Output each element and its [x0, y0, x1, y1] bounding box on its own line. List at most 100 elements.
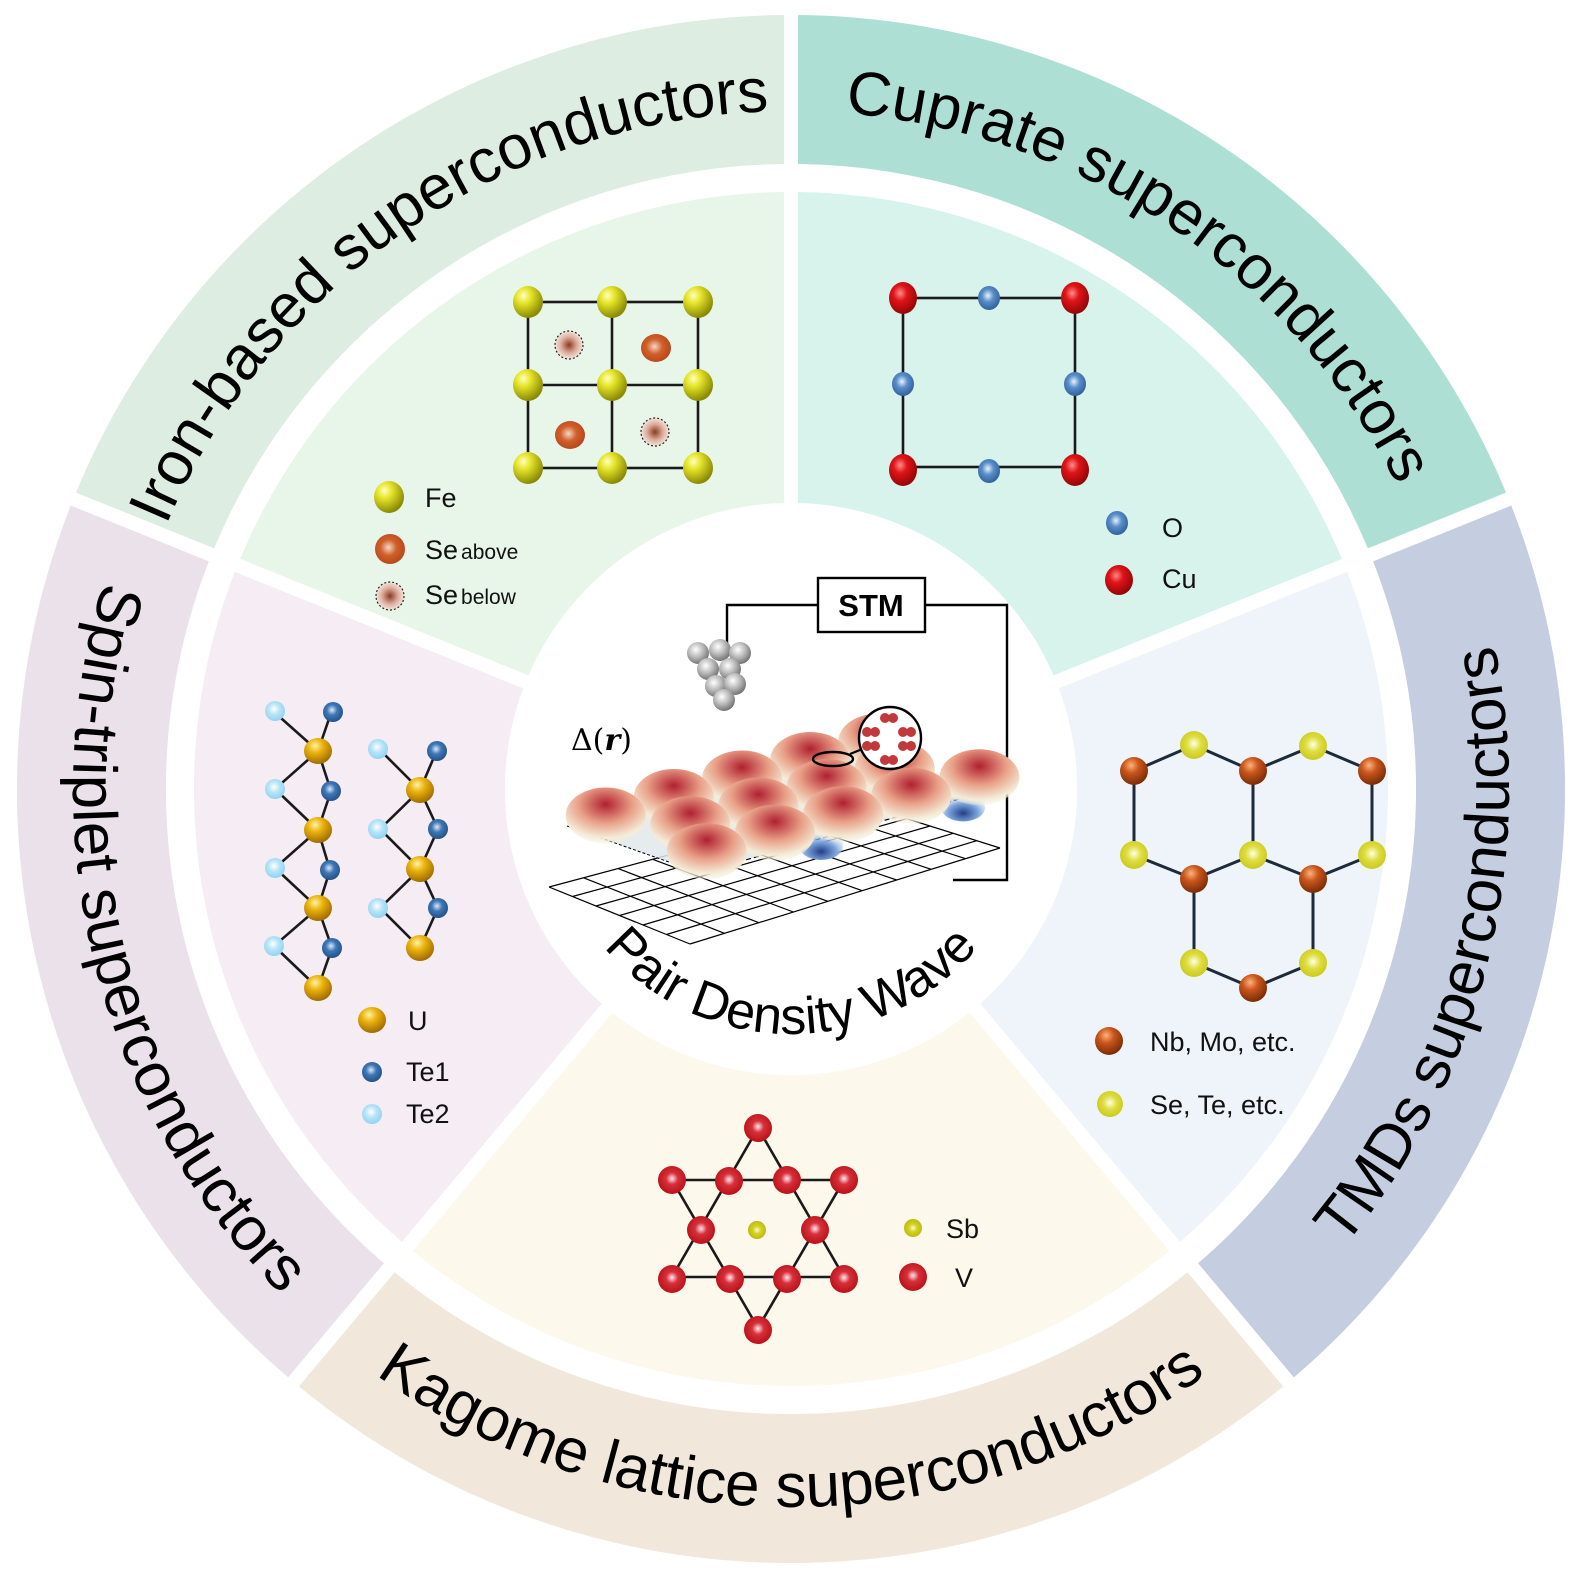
v-atom-icon — [773, 1265, 801, 1293]
te2-atom-icon — [265, 779, 285, 799]
fe-atom-icon — [513, 286, 543, 318]
v-atom-icon — [773, 1166, 801, 1194]
pdw-peak — [939, 749, 1020, 806]
metal-atom-icon — [1180, 865, 1208, 893]
cu-atom-icon — [1105, 565, 1133, 595]
te1-atom-icon — [428, 898, 448, 918]
tip-atom — [713, 689, 735, 711]
cooper-pair-inset-icon — [857, 705, 923, 771]
v-atom-icon — [899, 1263, 927, 1291]
u-atom-icon — [304, 895, 332, 921]
electron-icon — [870, 741, 880, 751]
pdw-peak — [565, 787, 646, 844]
grid-line — [689, 847, 1001, 945]
kagome-lattice — [658, 1114, 858, 1344]
grid-line — [642, 832, 954, 926]
o-atom-icon — [892, 372, 914, 396]
te1-atom-icon — [320, 860, 340, 880]
pdw-peak — [666, 823, 747, 880]
u-atom-icon — [406, 935, 434, 961]
se-above-atom-icon — [375, 534, 405, 564]
chalcogen-atom-icon — [1299, 732, 1327, 760]
tip-atom — [724, 673, 746, 695]
metal-atom-icon — [1239, 757, 1267, 785]
v-atom-icon — [658, 1265, 686, 1293]
ute2-chains — [264, 701, 448, 1001]
chalcogen-atom-icon — [1097, 1091, 1123, 1117]
tmd-atoms — [1120, 731, 1386, 1002]
electron-icon — [880, 713, 890, 723]
stm-tip-icon — [687, 639, 751, 711]
te2-atom-icon — [265, 858, 285, 878]
te2-atom-icon — [368, 819, 388, 839]
chalcogen-atom-icon — [1180, 731, 1208, 759]
metal-atom-icon — [1239, 974, 1267, 1002]
electron-icon — [906, 727, 916, 737]
chalcogen-atom-icon — [1358, 841, 1386, 869]
electron-icon — [888, 713, 898, 723]
te2-atom-icon — [264, 936, 284, 956]
inner-sector-tmd — [980, 571, 1389, 1242]
metal-atom-icon — [1299, 865, 1327, 893]
sb-atom-icon — [904, 1219, 922, 1237]
v-atom-icon — [744, 1114, 772, 1142]
u-atom-icon — [304, 975, 332, 1001]
se-below-atom-icon — [375, 581, 405, 611]
electron-icon — [870, 727, 880, 737]
fe-atom-icon — [683, 369, 713, 401]
te1-atom-icon — [323, 702, 343, 722]
stm-label: STM — [838, 588, 903, 623]
u-atom-icon — [304, 817, 332, 843]
metal-atom-icon — [1095, 1027, 1123, 1055]
cu-atom-icon — [1061, 454, 1089, 486]
fe-atom-icon — [374, 481, 404, 513]
outer-sector-triplet — [16, 505, 384, 1378]
outer-sector-iron — [75, 15, 785, 549]
highlight-ellipse — [811, 750, 855, 768]
te2-atom-icon — [368, 739, 388, 759]
fe-atom-icon — [597, 286, 627, 318]
cu-atom-icon — [1061, 282, 1089, 314]
pdw-peak — [871, 767, 952, 824]
outer-ring — [16, 15, 1566, 1564]
u-atom-icon — [358, 1007, 386, 1033]
u-atom-icon — [304, 738, 332, 764]
te1-atom-icon — [428, 819, 448, 839]
kagome-legend: Sb V — [899, 1214, 979, 1293]
legend-se-te: Se, Te, etc. — [1150, 1090, 1285, 1120]
legend-cu: Cu — [1162, 564, 1197, 594]
outer-sector-tmd — [1198, 505, 1566, 1378]
pair-density-wave-surface: Δ(r) — [548, 705, 1020, 945]
legend-v: V — [955, 1263, 973, 1293]
outer-sector-kagome — [298, 1272, 1284, 1564]
v-atom-icon — [830, 1265, 858, 1293]
pdw-bumps — [565, 713, 1020, 880]
fe-atom-icon — [513, 452, 543, 484]
tip-atom — [709, 639, 731, 661]
te1-atom-icon — [322, 938, 342, 958]
o-atom-icon — [978, 286, 1000, 310]
chalcogen-atom-icon — [1299, 949, 1327, 977]
legend-fe: Fe — [425, 483, 457, 513]
pdw-peak — [803, 786, 884, 843]
v-atom-icon — [687, 1216, 715, 1244]
tmd-lattice — [1120, 731, 1386, 1002]
cu-atom-icon — [889, 282, 917, 314]
u-atom-icon — [406, 856, 434, 882]
metal-atom-icon — [1120, 757, 1148, 785]
pdw-peak — [734, 804, 815, 861]
fe-atom-icon — [597, 369, 627, 401]
cuprate-lattice — [889, 282, 1089, 486]
te2-atom-icon — [368, 898, 388, 918]
o-atom-icon — [1064, 372, 1086, 396]
inner-sector-kagome — [412, 1012, 1170, 1387]
stm-wire-right — [925, 603, 1009, 882]
electron-icon — [862, 741, 872, 751]
te2-atom-icon — [362, 1104, 382, 1124]
v-atom-icon — [744, 1316, 772, 1344]
cuprate-legend: O Cu — [1105, 511, 1197, 595]
v-atom-icon — [715, 1167, 743, 1195]
